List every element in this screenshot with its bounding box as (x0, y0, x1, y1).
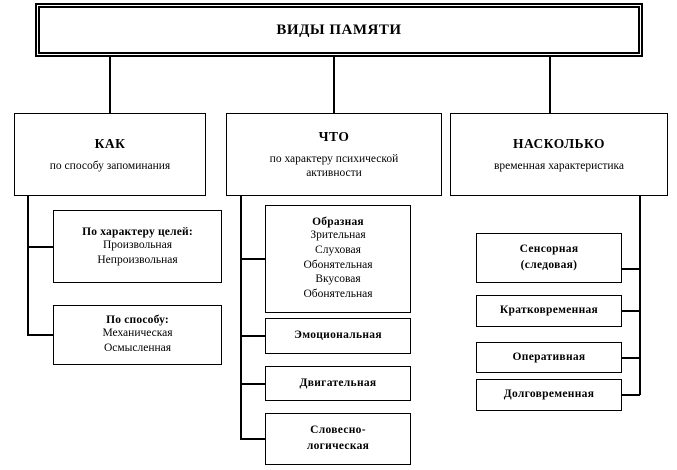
connector-kak-to-child-1 (27, 246, 54, 248)
connector-naskolko-trunk (639, 195, 641, 395)
sub-box-title: Долговременная (503, 388, 595, 401)
connector-title-to-naskolko (549, 57, 551, 114)
sub-box-sensornaya: Сенсорная (следовая) (476, 233, 622, 283)
sub-box-title: Эмоциональная (294, 329, 382, 342)
connector-title-to-kak (109, 57, 111, 114)
connector-chto-to-child-4 (240, 438, 266, 440)
branch-kak-heading: КАК (94, 135, 126, 151)
sub-box-item: Непроизвольная (97, 253, 178, 266)
sub-box-item: Зрительная (310, 228, 366, 241)
connector-chto-trunk (240, 195, 242, 440)
branch-head-chto: ЧТО по характеру психической активности (226, 113, 442, 196)
sub-box-po-sposobu: По способу: Механическая Осмысленная (53, 305, 222, 365)
sub-box-slovesno-logicheskaya: Словесно- логическая (265, 413, 411, 465)
connector-kak-trunk (27, 195, 29, 335)
sub-box-obraznaya: Образная Зрительная Слуховая Обонятельна… (265, 205, 411, 313)
connector-chto-to-child-2 (240, 335, 266, 337)
sub-box-title: По способу: (106, 314, 169, 327)
connector-naskolko-to-child-1 (620, 268, 640, 270)
sub-box-item: Механическая (102, 327, 173, 340)
connector-kak-to-child-2 (27, 334, 54, 336)
sub-box-title-line2: логическая (306, 440, 370, 452)
branch-chto-subheading-line1: по характеру психической (269, 152, 399, 165)
sub-box-emocionalnaya: Эмоциональная (265, 318, 411, 354)
sub-box-title: Образная (312, 215, 364, 228)
connector-naskolko-to-child-4 (620, 394, 640, 396)
branch-chto-subheading-line2: активности (306, 167, 362, 179)
sub-box-item: Обонятельная (303, 288, 373, 301)
sub-box-po-harakteru-celey: По характеру целей: Произвольная Непроиз… (53, 210, 222, 283)
connector-chto-to-child-3 (240, 383, 266, 385)
sub-box-title: По характеру целей: (82, 225, 193, 238)
connector-naskolko-to-child-2 (620, 310, 640, 312)
sub-box-title-line2: (следовая) (520, 259, 578, 271)
branch-head-naskolko: НАСКОЛЬКО временная характеристика (450, 113, 668, 196)
connector-naskolko-to-child-3 (620, 357, 640, 359)
page-title: ВИДЫ ПАМЯТИ (276, 21, 402, 38)
sub-box-kratkovremennaya: Кратковременная (476, 295, 622, 327)
branch-kak-subheading: по способу запоминания (49, 159, 171, 172)
sub-box-dolgovremennaya: Долговременная (476, 379, 622, 411)
sub-box-title-line1: Сенсорная (519, 243, 579, 256)
connector-title-to-chto (333, 57, 335, 114)
branch-naskolko-subheading: временная характеристика (493, 159, 625, 172)
sub-box-title: Кратковременная (499, 304, 599, 317)
sub-box-item: Обонятельная (303, 258, 373, 271)
branch-head-kak: КАК по способу запоминания (14, 113, 206, 196)
title-box: ВИДЫ ПАМЯТИ (35, 3, 643, 57)
sub-box-item: Слуховая (315, 243, 361, 256)
branch-chto-heading: ЧТО (318, 128, 350, 144)
sub-box-operativnaya: Оперативная (476, 342, 622, 373)
sub-box-item: Осмысленная (103, 342, 172, 354)
sub-box-dvigatelnaya: Двигательная (265, 366, 411, 401)
sub-box-item: Вкусовая (315, 273, 361, 286)
sub-box-item: Произвольная (103, 238, 172, 251)
sub-box-title: Оперативная (512, 350, 586, 363)
sub-box-title: Двигательная (299, 376, 377, 389)
branch-naskolko-heading: НАСКОЛЬКО (512, 135, 606, 151)
sub-box-title-line1: Словесно- (310, 424, 366, 437)
connector-chto-to-child-1 (240, 258, 266, 260)
